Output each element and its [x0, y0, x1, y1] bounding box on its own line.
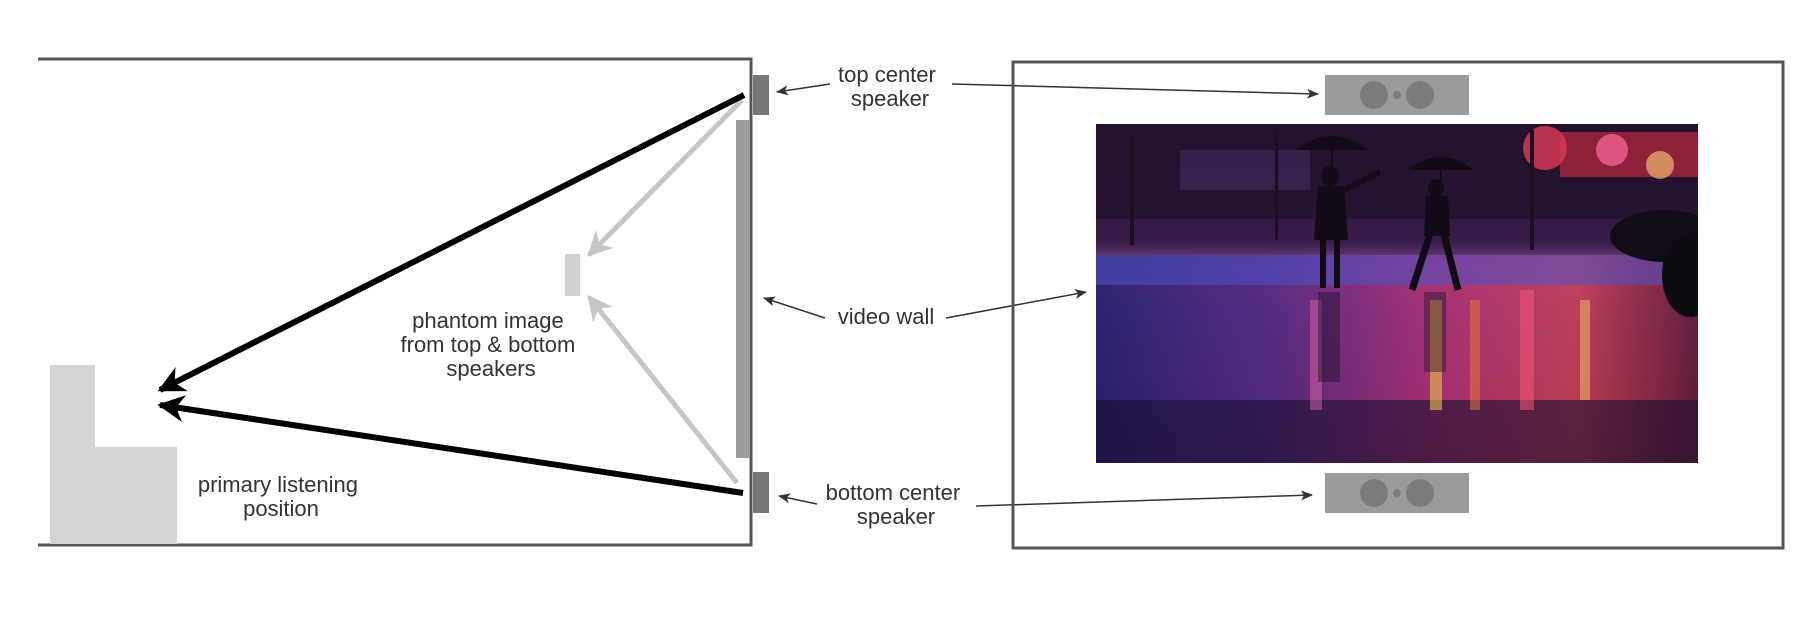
phantom-image-label: phantom image from top & bottom speakers [401, 308, 582, 381]
callout-top-speaker-to-front [951, 83, 1319, 99]
direct-arrow-from-top [157, 92, 746, 393]
speaker-driver-icon [1360, 81, 1388, 109]
top-center-speaker-side [753, 75, 769, 115]
primary-listening-position-label: primary listening position [198, 472, 364, 521]
room-front-view [1011, 60, 1785, 550]
bottom-center-speaker-label: bottom center speaker [826, 480, 967, 529]
speaker-tweeter-icon [1393, 91, 1401, 99]
primary-listening-position-label-line-2: position [243, 496, 319, 521]
callout-video-wall-to-side [763, 296, 826, 319]
phantom-arrow-from-bottom [587, 295, 739, 485]
room-side-outline [38, 57, 753, 547]
callout-bottom-speaker-to-side [778, 493, 818, 505]
speaker-driver-icon [1360, 479, 1388, 507]
room-side-view: phantom image from top & bottom speakers… [38, 57, 769, 547]
primary-listening-position-seat [50, 365, 177, 544]
callout-bottom-speaker-to-front [975, 490, 1313, 507]
direct-arrow-from-bottom [157, 395, 744, 496]
speaker-driver-icon [1406, 479, 1434, 507]
video-wall-label: video wall [838, 304, 935, 329]
bottom-center-speaker-front [1325, 473, 1469, 513]
callouts: top center speaker video wall bottom cen… [763, 62, 1319, 529]
primary-listening-position-label-line-1: primary listening [198, 472, 358, 497]
bottom-center-speaker-side [753, 472, 769, 513]
bottom-center-speaker-label-line-1: bottom center [826, 480, 961, 505]
phantom-arrow-from-top [587, 98, 744, 257]
callout-top-speaker-to-side [776, 83, 831, 96]
top-center-speaker-label-line-1: top center [838, 62, 936, 87]
speaker-driver-icon [1406, 81, 1434, 109]
speaker-tweeter-icon [1393, 489, 1401, 497]
top-center-speaker-label: top center speaker [838, 62, 942, 111]
phantom-image-label-line-2: from top & bottom [401, 332, 576, 357]
phantom-image-label-line-1: phantom image [412, 308, 564, 333]
phantom-image-marker [565, 254, 580, 296]
video-wall-side [736, 120, 750, 458]
phantom-image-label-line-3: speakers [446, 356, 535, 381]
room-front-outline [1011, 60, 1785, 550]
top-center-speaker-label-line-2: speaker [851, 86, 929, 111]
video-wall-screen [1096, 124, 1698, 463]
top-center-speaker-front [1325, 75, 1469, 115]
callout-video-wall-to-front [945, 289, 1087, 319]
bottom-center-speaker-label-line-2: speaker [857, 504, 935, 529]
